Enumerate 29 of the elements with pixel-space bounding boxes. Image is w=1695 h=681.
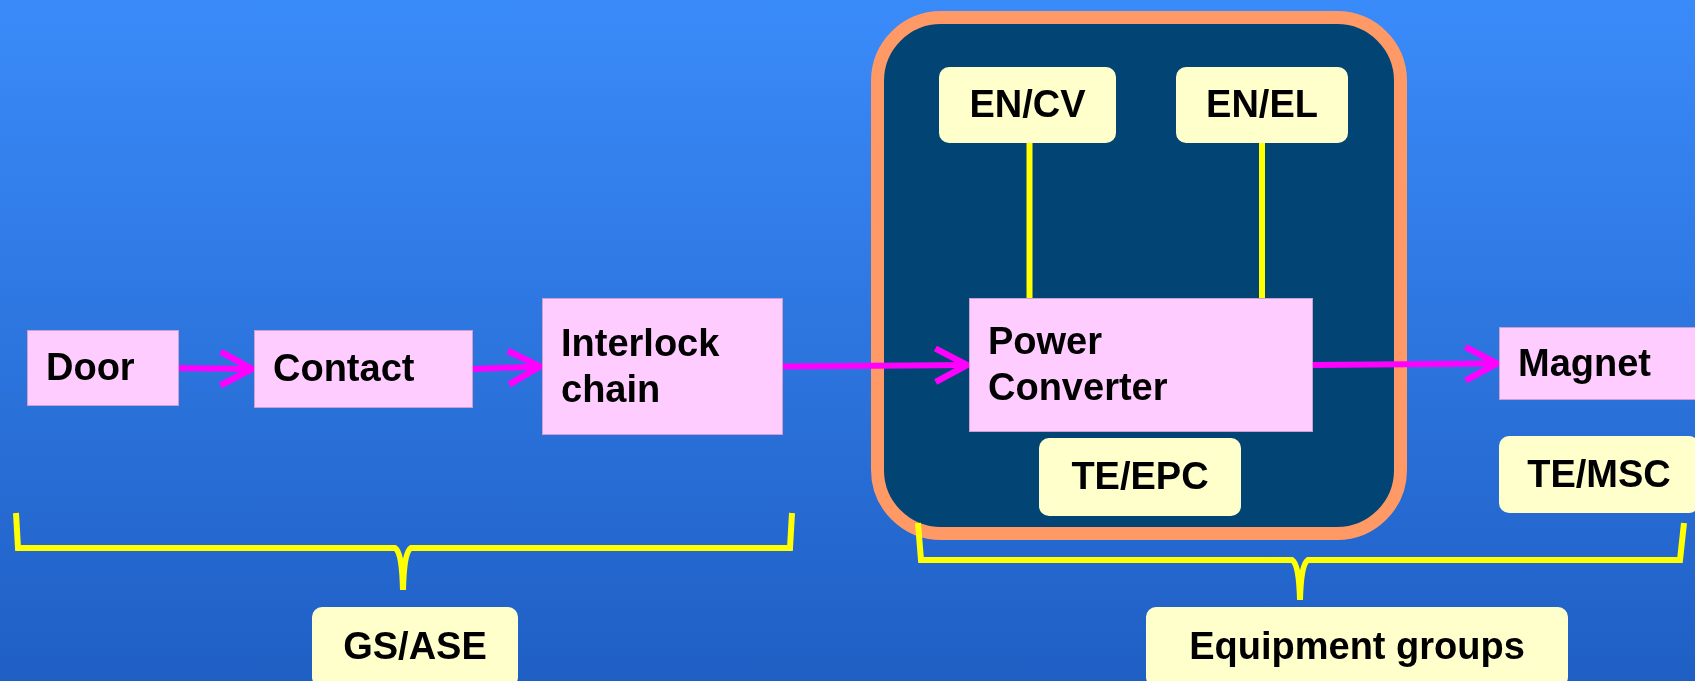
arrow	[472, 347, 544, 388]
process-box	[1499, 327, 1695, 400]
arrow	[1312, 343, 1501, 384]
node-label: Equipment groups	[1189, 624, 1525, 670]
connector-line	[1259, 143, 1265, 298]
node-label: Contact	[273, 346, 416, 392]
process-box	[254, 330, 473, 408]
process-box	[969, 298, 1313, 432]
node-label: GS/ASE	[343, 624, 487, 670]
label-box	[1146, 607, 1568, 681]
label-box	[1039, 438, 1241, 516]
arrow	[178, 348, 256, 389]
node-label: TE/EPC	[1071, 454, 1209, 500]
connector-line	[1026, 143, 1033, 298]
node-label: TE/MSC	[1527, 451, 1671, 497]
label-box	[1499, 436, 1695, 513]
label-box	[939, 67, 1116, 143]
arrow	[782, 345, 971, 386]
process-box	[542, 298, 783, 435]
process-box	[27, 330, 179, 406]
node-label: EN/EL	[1206, 82, 1318, 128]
node-label: Interlock chain	[561, 320, 721, 412]
label-box	[312, 607, 518, 681]
group-box	[871, 11, 1407, 540]
node-label: Magnet	[1518, 340, 1652, 386]
node-label: Door	[46, 345, 136, 391]
node-label: EN/CV	[969, 82, 1086, 128]
node-label: Power Converter	[988, 319, 1169, 410]
label-box	[1176, 67, 1348, 143]
